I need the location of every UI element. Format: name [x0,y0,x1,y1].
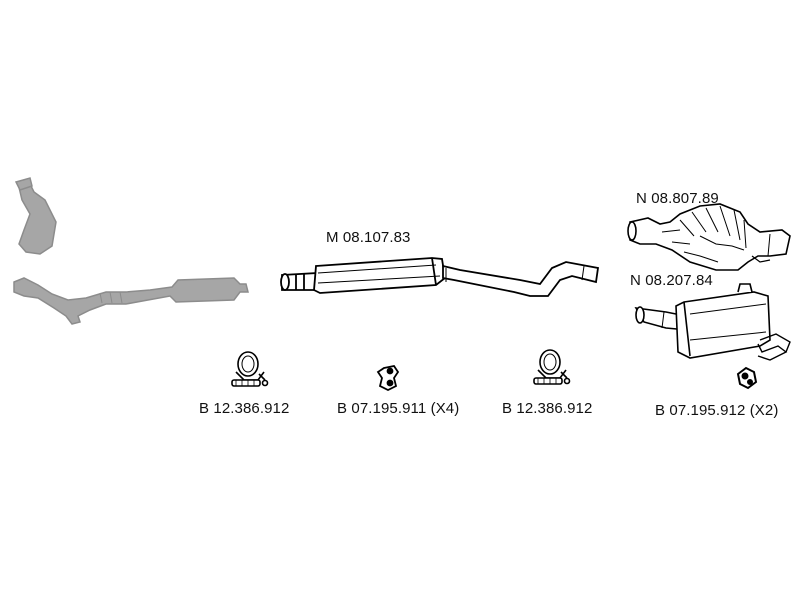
clamp-icon [231,351,269,387]
clamp-icon [533,349,571,385]
label-middle-silencer: M 08.107.83 [326,229,411,246]
front-pipe-icon [13,277,249,325]
label-rear-silencer-lower: N 08.207.84 [630,272,713,289]
label-clamp-left: B 12.386.912 [199,400,290,417]
middle-silencer-icon [280,257,600,297]
rear-silencer-icon [627,203,791,271]
label-clamp-right: B 12.386.912 [502,400,593,417]
label-rear-silencer-upper: N 08.807.89 [636,190,719,207]
rear-silencer-icon [634,283,791,361]
rubber-mount-icon [376,364,400,392]
catalytic-converter-icon [14,177,57,255]
label-rear-hanger: B 07.195.912 (X2) [655,402,779,419]
label-rubber-mount: B 07.195.911 (X4) [337,400,460,417]
hanger-icon [736,366,758,390]
